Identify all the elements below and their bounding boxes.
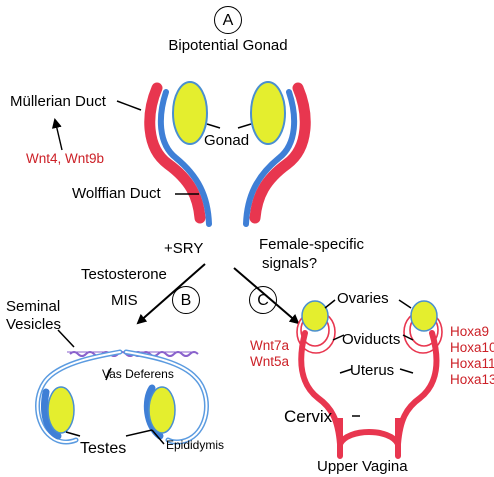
gene-hoxa13: Hoxa13 [450,372,494,387]
panel-c-label: C [249,286,277,314]
wolffian-duct-label: Wolffian Duct [72,185,161,202]
female-wnt-genes: Wnt7a Wnt5a [250,338,289,370]
panel-a-label: A [214,6,242,34]
gene-hoxa10: Hoxa10 [450,340,494,355]
gene-hoxa9: Hoxa9 [450,324,490,339]
left-wolffian-duct [157,89,212,227]
right-mullerian-duct [249,82,311,224]
mis-label: MIS [111,292,138,309]
vas-deferens-label: Vas Deferens [102,367,174,381]
gene-wnt5a: Wnt5a [250,354,290,369]
testosterone-label: Testosterone [81,266,167,283]
left-epididymis [41,388,62,440]
female-signals-label-2: signals? [262,255,318,272]
uterus-body [337,418,401,456]
mullerian-duct-label: Müllerian Duct [10,93,106,110]
right-epididymis [143,384,164,440]
cervix-label: Cervix [284,407,333,426]
uterus-label: Uterus [350,362,395,379]
testes-label: Testes [80,440,127,457]
female-tract [296,300,443,459]
seminal-label-1: Seminal [6,298,61,315]
male-path-arrow [136,263,206,325]
panel-b-leader-lines [57,329,165,445]
right-vas-deferens-core [125,351,208,443]
seminal-label-2: Vesicles [6,316,62,333]
left-gonad [172,81,208,145]
gonad-label: Gonad [204,132,250,149]
epididymis-label: Epididymis [166,438,225,452]
right-wolffian-duct [243,89,298,227]
panel-c-leader-lines [324,299,414,417]
mullerian-gene-arrow [51,118,63,151]
oviducts-label: Oviducts [342,331,401,348]
panel-b-label: B [172,286,200,314]
right-gonad [250,81,286,145]
left-testis [47,386,75,434]
cervix-join [337,429,401,446]
panel-a-leader-lines [116,100,252,195]
female-hoxa-genes: Hoxa9 Hoxa10 Hoxa11 Hoxa13 [450,324,494,388]
upper-vagina-label: Upper Vagina [317,458,408,475]
left-vas-deferens-core [36,351,121,443]
gene-hoxa11: Hoxa11 [450,356,494,371]
left-mullerian-duct [144,82,206,224]
mullerian-genes-label: Wnt4, Wnt9b [26,151,105,166]
right-ovary [410,300,438,332]
gene-wnt7a: Wnt7a [250,338,290,353]
bipotential-ducts [144,81,311,227]
bipotential-gonad-title: Bipotential Gonad [168,37,288,54]
sry-label: +SRY [164,240,204,257]
male-tract [35,349,209,445]
ovaries-label: Ovaries [337,290,389,307]
right-testis [148,386,176,434]
left-ovary [301,300,329,332]
female-signals-label-1: Female-specific [259,236,365,253]
